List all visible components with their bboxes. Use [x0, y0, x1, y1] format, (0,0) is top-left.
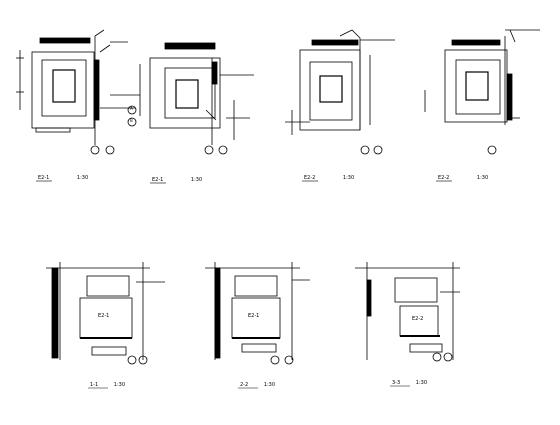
grid-bubble-a: A [130, 106, 133, 111]
section-view-2 [205, 262, 310, 365]
plan-1-scale: 1:30 [76, 175, 89, 181]
section-1-box-label: E2-1 [98, 313, 110, 319]
plan-4-caption-text: E2-2 [438, 175, 450, 181]
section-view-1 [46, 262, 165, 365]
section-3-scale: 1:30 [415, 380, 427, 386]
section-3-caption: 3-3 1:30 [392, 380, 427, 386]
section-3-caption-text: 3-3 [392, 380, 401, 386]
section-2-caption: 2-2 1:30 [240, 382, 275, 388]
plan-view-3 [285, 29, 395, 155]
plan-1-caption-text: E2-1 [38, 175, 50, 181]
grid-bubble-b: B [130, 118, 133, 123]
section-view-3 [355, 262, 460, 362]
bottom-caption-lines [88, 385, 410, 389]
plan-view-2 [139, 42, 254, 155]
section-2-caption-text: 2-2 [240, 382, 249, 388]
bottom-section-row [46, 262, 460, 389]
plan-3-caption: E2-2 1:30 [304, 175, 354, 181]
plan-3-scale: 1:30 [342, 175, 355, 181]
section-1-caption-text: 1-1 [90, 382, 99, 388]
section-1-scale: 1:30 [113, 382, 125, 388]
plan-1-caption: E2-1 1:30 [38, 175, 88, 181]
section-2-box-label: E2-1 [248, 313, 260, 319]
section-3-box-label: E2-2 [412, 316, 424, 322]
section-1-caption: 1-1 1:30 [90, 382, 125, 388]
plan-4-caption: E2-2 1:30 [438, 175, 488, 181]
top-plan-row [16, 29, 540, 184]
top-captions [36, 180, 452, 184]
plan-view-1 [16, 29, 140, 155]
plan-2-caption-text: E2-1 [152, 177, 164, 183]
section-2-scale: 1:30 [263, 382, 275, 388]
plan-view-4 [424, 29, 540, 155]
plan-3-caption-text: E2-2 [304, 175, 316, 181]
plan-2-scale: 1:30 [190, 177, 203, 183]
plan-2-caption: E2-1 1:30 [152, 177, 202, 183]
plan-4-scale: 1:30 [476, 175, 489, 181]
